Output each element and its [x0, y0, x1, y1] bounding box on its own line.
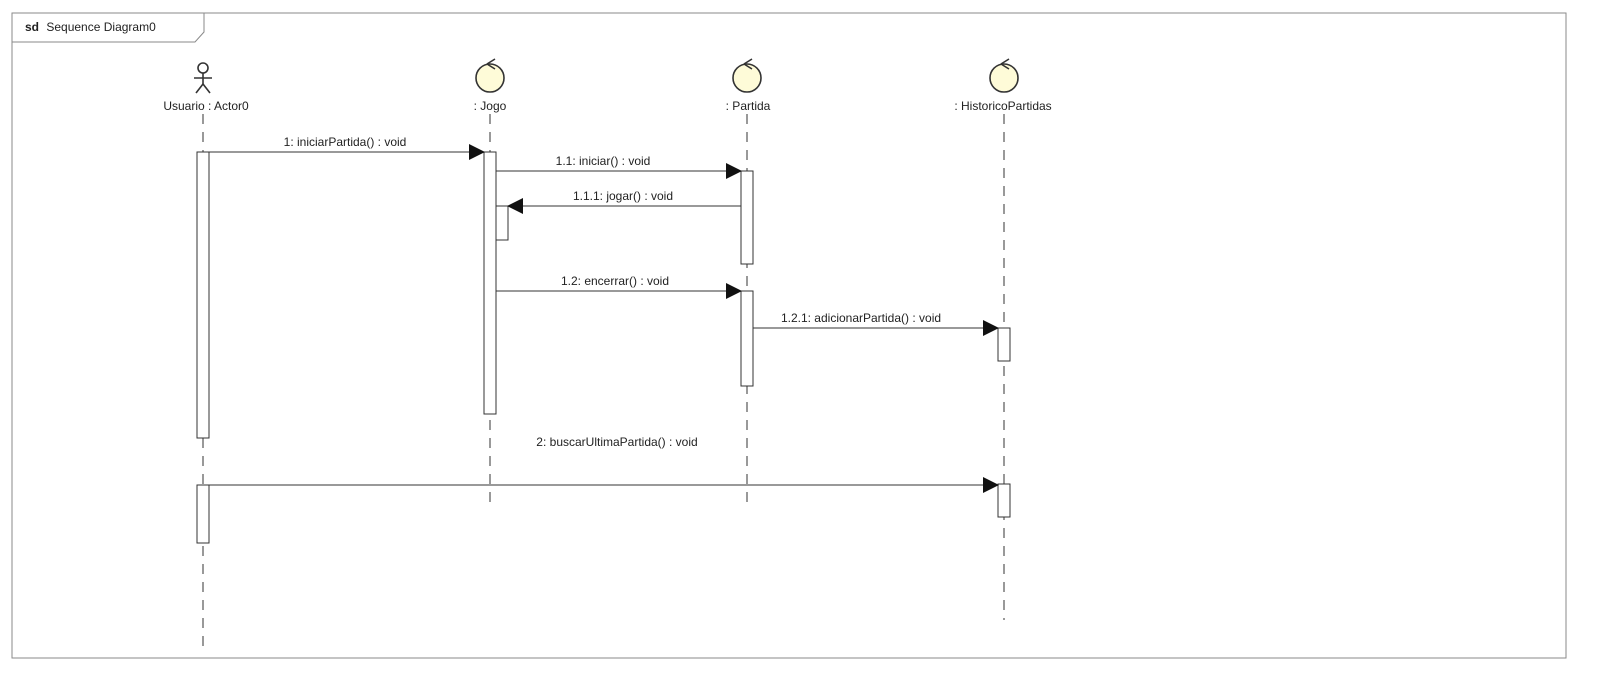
message-encerrar: 1.2: encerrar() : void: [496, 274, 742, 299]
control-icon: [475, 58, 505, 93]
frame-keyword: sd: [25, 20, 39, 34]
activation-jogo-nested: [495, 205, 509, 241]
message-iniciar: 1.1: iniciar() : void: [496, 154, 742, 179]
message-buscarUltimaPartida: 2: buscarUltimaPartida() : void: [209, 435, 999, 493]
message-label: 2: buscarUltimaPartida() : void: [536, 435, 697, 449]
activation-historico-1: [997, 327, 1011, 362]
activation-usuario-2: [196, 484, 210, 544]
message-label: 1.1.1: jogar() : void: [573, 189, 673, 203]
lifeline-jogo: : Jogo: [474, 58, 509, 503]
lifeline-historico: : HistoricoPartidas: [954, 58, 1052, 620]
lifeline-usuario: Usuario : Actor0: [163, 62, 249, 650]
actor-icon: [194, 62, 212, 94]
lifeline-label-historico: : HistoricoPartidas: [954, 99, 1051, 113]
lifeline-label-jogo: : Jogo: [474, 99, 507, 113]
message-label: 1.2.1: adicionarPartida() : void: [781, 311, 941, 325]
activation-historico-2: [997, 483, 1011, 518]
control-icon: [732, 58, 762, 93]
message-iniciarPartida: 1: iniciarPartida() : void: [209, 135, 485, 160]
lifeline-partida: : Partida: [726, 58, 771, 503]
lifeline-label-usuario: Usuario : Actor0: [163, 99, 249, 113]
message-label: 1.2: encerrar() : void: [561, 274, 669, 288]
frame-name: Sequence Diagram0: [46, 20, 156, 34]
frame-title: sd Sequence Diagram0: [25, 20, 156, 34]
diagram-frame: [11, 12, 1567, 659]
message-adicionarPartida: 1.2.1: adicionarPartida() : void: [753, 311, 999, 336]
message-label: 1.1: iniciar() : void: [556, 154, 651, 168]
control-icon: [989, 58, 1019, 93]
message-label: 1: iniciarPartida() : void: [284, 135, 407, 149]
frame-name-tab: [11, 12, 205, 43]
activation-usuario-1: [196, 151, 210, 439]
message-jogar: 1.1.1: jogar() : void: [507, 189, 741, 214]
activation-partida-2: [740, 290, 754, 387]
lifeline-label-partida: : Partida: [726, 99, 771, 113]
activation-jogo-main: [483, 151, 497, 415]
activation-partida-1: [740, 170, 754, 265]
